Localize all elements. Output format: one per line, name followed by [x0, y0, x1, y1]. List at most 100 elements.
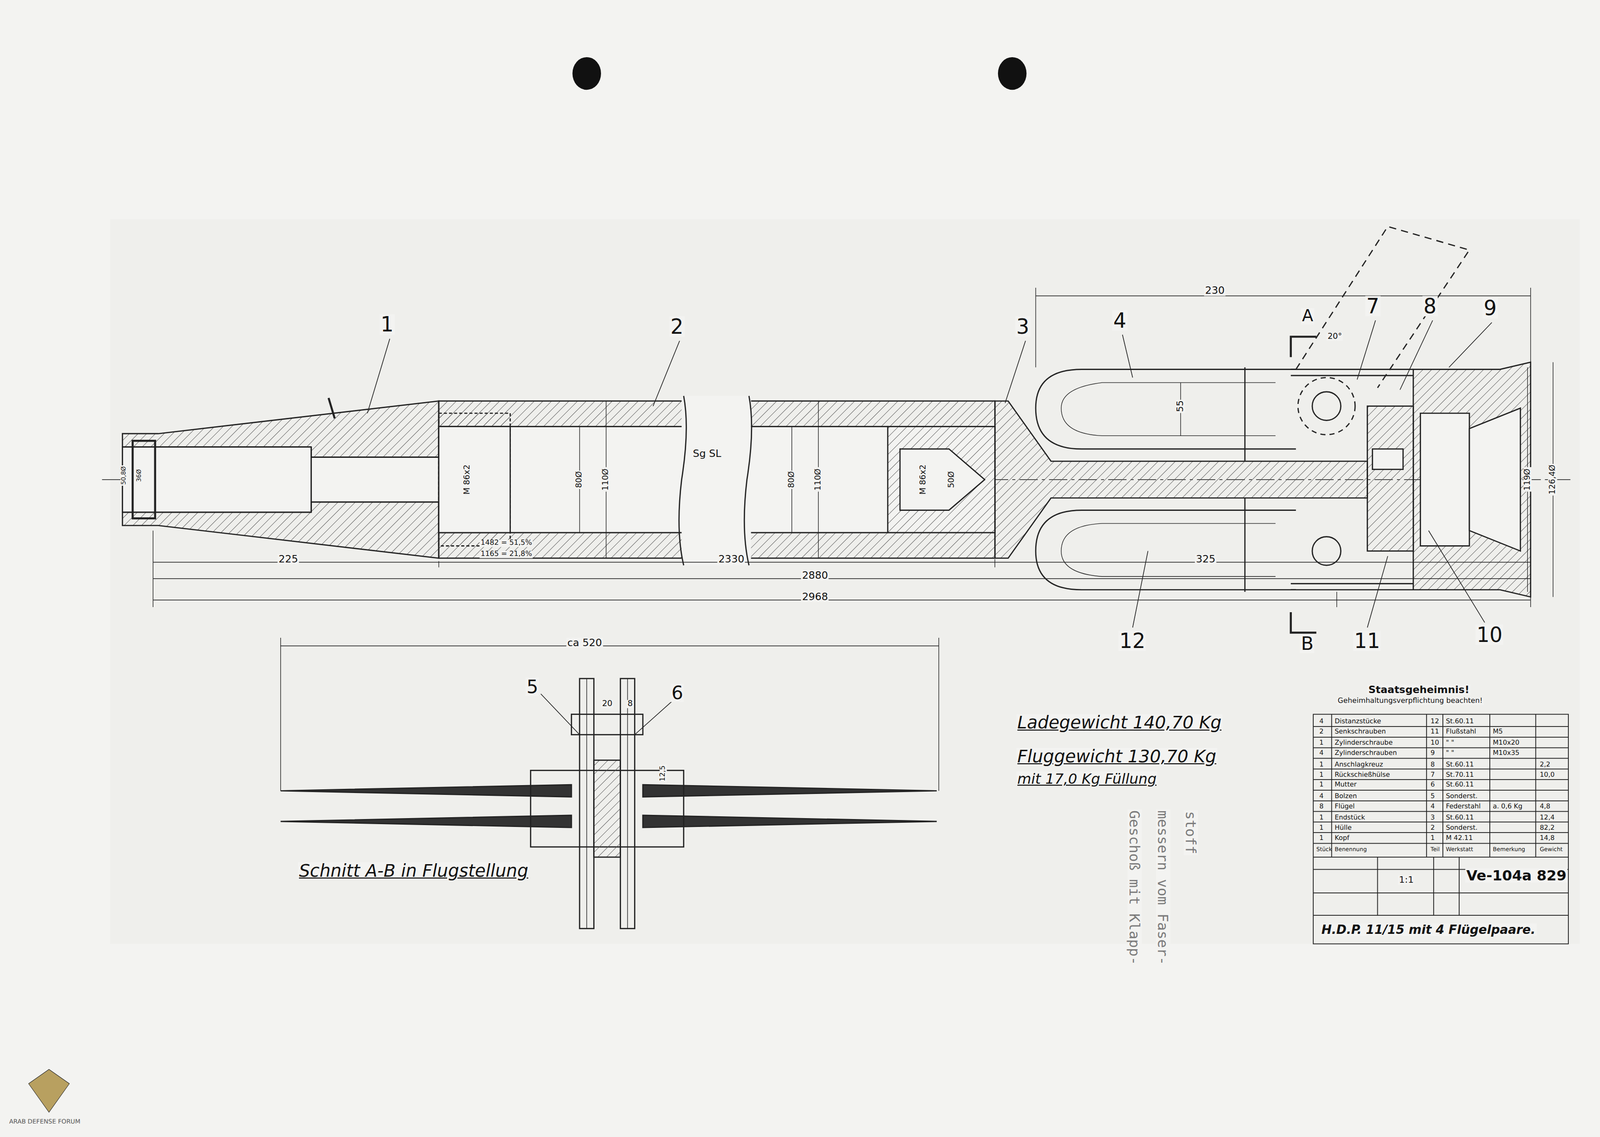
table-cell: St.60.11 [1444, 781, 1475, 789]
drawing-label: 126,4Ø [1548, 463, 1558, 496]
drawing-label: 6 [670, 683, 685, 703]
drawing-label: 5 [525, 677, 540, 697]
table-cell: Bolzen [1333, 792, 1358, 800]
table-cell: 14,8 [1538, 834, 1556, 842]
drawing-label: 20 [601, 700, 614, 709]
drawing-label: 2968 [800, 591, 829, 602]
table-cell: Sonderst. [1444, 792, 1479, 800]
drawing-label: 325 [1195, 554, 1217, 565]
table-cell: 10,0 [1538, 771, 1556, 779]
table-cell: Benennung [1333, 846, 1368, 853]
watermark: ARAB DEFENSE FORUM [8, 1118, 82, 1125]
drawing-label: 3 [1015, 316, 1031, 337]
table-cell: Hülle [1333, 824, 1353, 832]
drawing-label: 1482 = 51,5% [479, 539, 534, 547]
drawing-label: B [1300, 634, 1316, 654]
table-cell: 8 [1429, 760, 1436, 768]
drawing-label: 80Ø [575, 469, 584, 490]
table-cell: Werkstatt [1444, 846, 1475, 853]
drawing-label: 8 [1422, 296, 1438, 317]
table-cell: 1 [1318, 834, 1325, 842]
table-cell: M10x20 [1491, 739, 1521, 747]
table-cell: M10x35 [1491, 750, 1521, 757]
table-cell: Federstahl [1444, 803, 1482, 810]
table-cell: 9 [1429, 750, 1436, 757]
drawing-label: 50Ø [947, 469, 957, 490]
drawing-label: 80Ø [787, 469, 797, 490]
table-cell: 4 [1429, 803, 1436, 810]
drawing-label: A [1301, 308, 1315, 325]
table-cell: 4,8 [1538, 803, 1552, 810]
drawing-label: 10 [1475, 624, 1504, 645]
table-cell: 5 [1429, 792, 1436, 800]
drawing-label: 8 [626, 700, 635, 709]
table-cell: 1 [1318, 760, 1325, 768]
table-cell: St.70.11 [1444, 771, 1475, 779]
table-cell: Endstück [1333, 813, 1367, 821]
drawing-label: ca 520 [566, 637, 603, 648]
drawing-label: 110Ø [814, 467, 823, 492]
table-cell: 8 [1318, 803, 1325, 810]
table-cell: Bemerkung [1491, 846, 1527, 853]
drawing-label: 12,5 [659, 764, 667, 783]
drawing-label: 1 [379, 314, 395, 335]
drawing-label: 1:1 [1397, 875, 1415, 885]
drawing-label: mit 17,0 Kg Füllung [1016, 771, 1158, 787]
table-cell: M5 [1491, 728, 1504, 736]
drawing-label: 11 [1353, 630, 1382, 652]
table-cell: 7 [1429, 771, 1436, 779]
table-cell: a. 0,6 Kg [1491, 803, 1524, 810]
drawing-label: 20° [1326, 332, 1344, 342]
table-cell: 1 [1318, 781, 1325, 789]
table-cell: " " [1444, 739, 1455, 747]
drawing-label: Fluggewicht 130,70 Kg [1016, 747, 1217, 766]
drawing-label: 2880 [800, 570, 829, 581]
drawing-label: 50,8Ø [120, 465, 127, 486]
drawing-label: 225 [277, 554, 299, 565]
table-cell: Anschlagkreuz [1333, 760, 1384, 768]
table-cell: Flügel [1333, 803, 1356, 810]
table-cell: M 42.11 [1444, 834, 1474, 842]
table-cell: Zylinderschraube [1333, 739, 1394, 747]
drawing-label: 2 [669, 316, 685, 337]
table-cell: 2 [1318, 728, 1325, 736]
table-cell: St.60.11 [1444, 813, 1475, 821]
table-cell: 2,2 [1538, 760, 1552, 768]
drawing-label: 9 [1482, 297, 1498, 319]
drawing-label: H.D.P. 11/15 mit 4 Flügelpaare. [1320, 923, 1537, 936]
table-cell: Zylinderschrauben [1333, 750, 1398, 757]
drawing-label: Sg SL [691, 449, 722, 460]
table-cell: 2 [1429, 824, 1436, 832]
table-cell: 1 [1318, 739, 1325, 747]
table-cell: 4 [1318, 792, 1325, 800]
table-cell: St.60.11 [1444, 760, 1475, 768]
table-cell: 11 [1429, 728, 1441, 736]
stamp-text: Geschoß mit Klapp- [1127, 809, 1143, 966]
table-cell: Mutter [1333, 781, 1358, 789]
drawing-label: 36Ø [135, 468, 142, 483]
stamp-text: stoff [1183, 810, 1198, 856]
table-cell: St.60.11 [1444, 718, 1475, 725]
drawing-label: 230 [1203, 285, 1226, 297]
table-cell: 6 [1429, 781, 1436, 789]
drawing-label: M 86x2 [463, 463, 472, 496]
table-cell: 4 [1318, 750, 1325, 757]
table-cell: Rückschießhülse [1333, 771, 1391, 779]
table-cell: Distanzstücke [1333, 718, 1382, 725]
table-cell: Teil [1429, 846, 1441, 853]
drawing-label: 12 [1118, 630, 1147, 652]
drawing-label: 7 [1365, 296, 1381, 317]
table-cell: " " [1444, 750, 1455, 757]
table-cell: Flußstahl [1444, 728, 1477, 736]
table-cell: 1 [1318, 824, 1325, 832]
drawing-label: 119Ø [1523, 467, 1532, 492]
drawing-label: 4 [1112, 310, 1128, 331]
table-cell: 12 [1429, 718, 1441, 725]
table-cell: 4 [1318, 718, 1325, 725]
drawing-label: 2330 [717, 554, 746, 565]
drawing-label: Staatsgeheimnis! [1367, 684, 1471, 695]
drawing-label: Geheimhaltungsverpflichtung beachten! [1336, 697, 1484, 705]
table-cell: 1 [1429, 834, 1436, 842]
